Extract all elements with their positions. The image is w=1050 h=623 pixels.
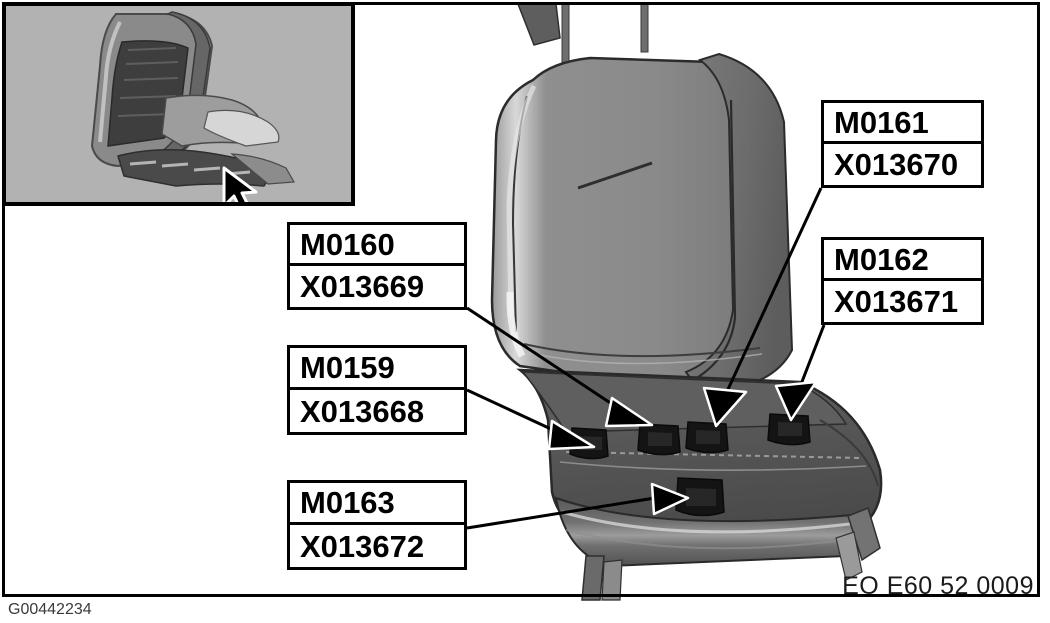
drawing-code-caption: EO E60 52 0009: [842, 572, 1034, 600]
connector-m0160: [637, 423, 681, 456]
callout-m0161[interactable]: M0161 X013670: [821, 100, 984, 188]
figure-id-caption: G00442234: [8, 601, 92, 618]
callout-part-label: X013668: [300, 393, 425, 429]
callout-m0163[interactable]: M0163 X013672: [287, 480, 467, 570]
callout-part-label: X013671: [834, 284, 959, 319]
callout-m0162[interactable]: M0162 X013671: [821, 237, 984, 325]
thumbnail-artwork: [6, 6, 351, 202]
callout-component-label: M0163: [290, 483, 464, 525]
callout-part-label: X013670: [834, 147, 959, 182]
leader-arrow-m0159: [466, 388, 596, 451]
callout-component-label: M0160: [290, 225, 464, 266]
callout-component-label: M0162: [824, 240, 981, 281]
callout-m0160[interactable]: M0160 X013669: [287, 222, 467, 310]
connector-m0161: [685, 421, 729, 454]
leader-arrow-m0161: [702, 187, 823, 428]
leader-arrow-m0162: [774, 324, 826, 422]
callout-component-label: M0159: [290, 348, 464, 390]
callout-m0159[interactable]: M0159 X013668: [287, 345, 467, 435]
leader-arrow-m0163: [466, 482, 690, 530]
connector-m0163: [675, 477, 725, 517]
callout-part-label: X013672: [300, 528, 425, 564]
seat-rails: [581, 506, 881, 601]
callout-component-label: M0161: [824, 103, 981, 144]
mouse-pointer-icon: [222, 166, 258, 202]
drawing-frame-border: [2, 2, 1040, 597]
connector-m0162: [767, 413, 811, 446]
leader-arrow-m0160: [466, 306, 654, 428]
callout-part-label: X013669: [300, 269, 425, 304]
seat-overview-thumbnail[interactable]: [2, 2, 355, 206]
